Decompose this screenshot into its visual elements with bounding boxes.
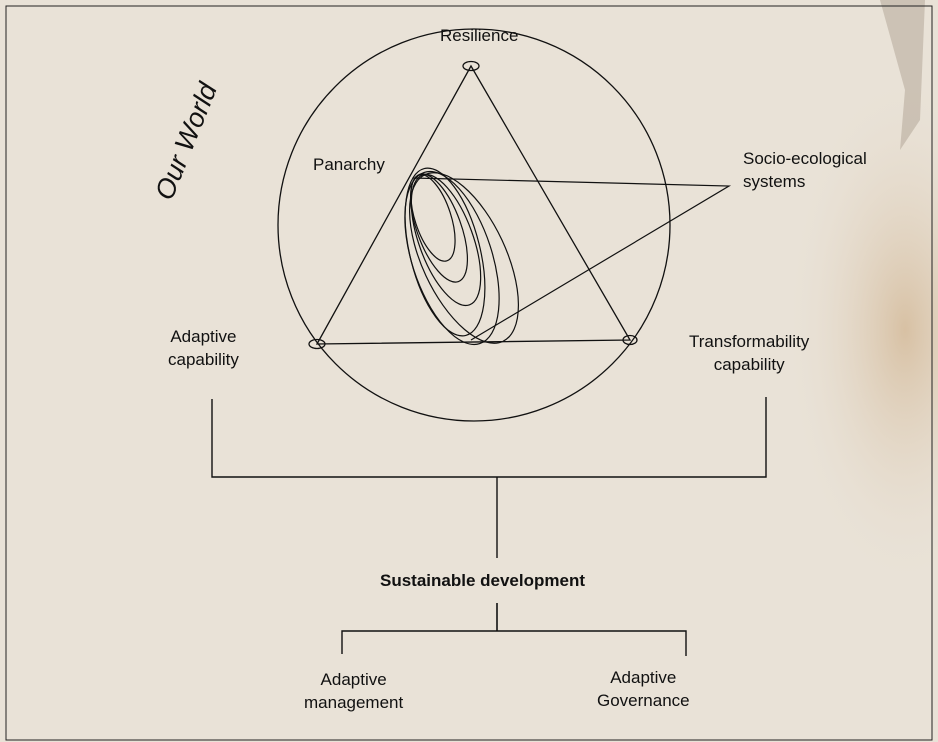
adaptive-governance-line-2: Governance <box>597 691 690 710</box>
adaptive-capability-line-1: Adaptive <box>170 327 237 346</box>
socio-ecological-pointer <box>412 177 732 341</box>
vertex-node-top <box>462 60 480 72</box>
vertex-node-right <box>622 334 638 346</box>
panarchy-loops <box>404 167 520 346</box>
adaptive-governance-line-1: Adaptive <box>610 668 677 687</box>
socio-ecological-label: Socio-ecological systems <box>743 147 867 193</box>
resilience-label: Resilience <box>440 26 519 45</box>
background-tree-decoration <box>785 70 938 590</box>
adaptive-management-line-1: Adaptive <box>320 670 387 689</box>
panarchy-label: Panarchy <box>313 155 385 174</box>
adaptive-capability-line-2: capability <box>168 350 239 369</box>
transformability-line-2: capability <box>713 355 785 374</box>
adaptive-governance-label: Adaptive Governance <box>597 666 690 712</box>
sub-outcome-bracket <box>341 630 687 656</box>
background-trunk-decoration <box>880 0 925 150</box>
socio-ecological-line-1: Socio-ecological <box>743 149 867 168</box>
panarchy-loop <box>410 173 482 307</box>
adaptive-management-label: Adaptive management <box>304 668 403 714</box>
capability-bracket <box>211 397 767 478</box>
adaptive-capability-label: Adaptive capability <box>168 325 239 371</box>
sustainable-development-label: Sustainable development <box>380 571 585 590</box>
transformability-capability-label: Transformability capability <box>689 330 809 376</box>
resilience-triangle <box>315 64 632 345</box>
socio-ecological-line-2: systems <box>743 172 806 191</box>
transformability-line-1: Transformability <box>689 332 810 351</box>
vertex-node-left <box>308 338 326 350</box>
diagram-frame <box>5 5 933 741</box>
world-circle <box>277 28 671 422</box>
panarchy-loop <box>404 170 500 346</box>
adaptive-management-line-2: management <box>304 693 404 712</box>
panarchy-loop <box>408 172 520 344</box>
